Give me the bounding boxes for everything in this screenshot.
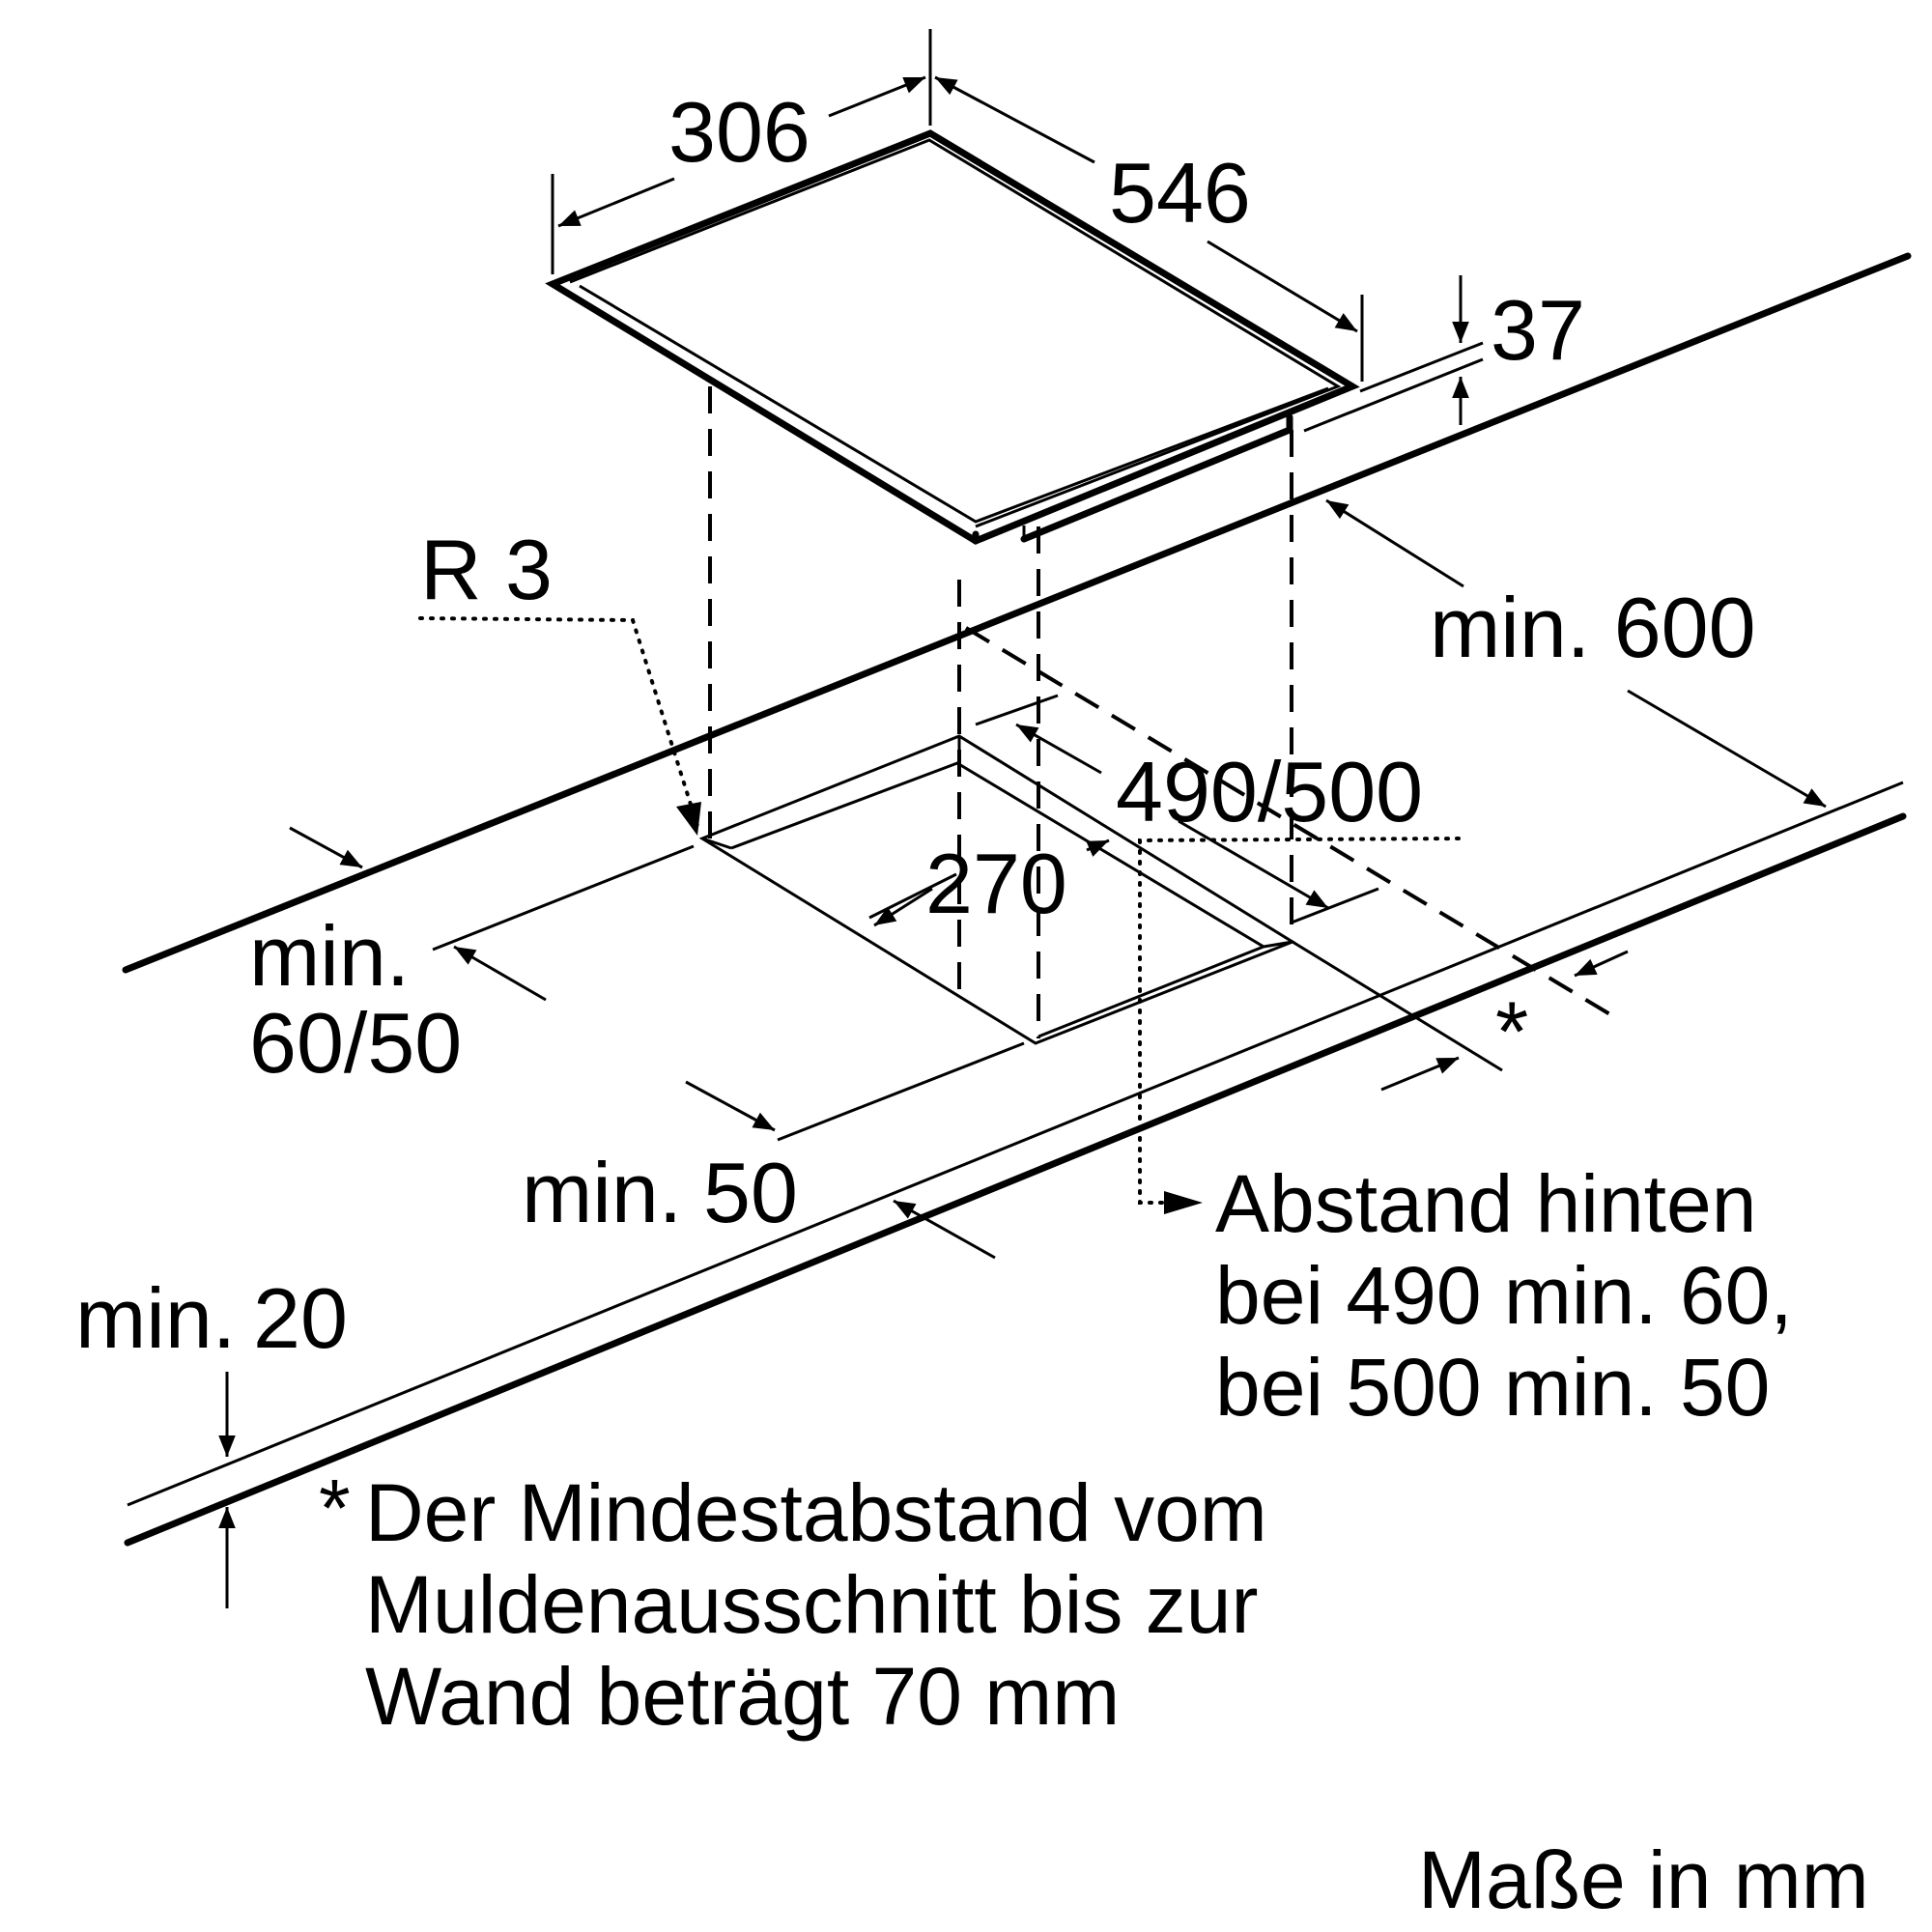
dim-side-min-label: min. [522, 1145, 682, 1240]
footnote-marker: * [319, 1463, 351, 1553]
note-rear-gap-line2: bei 490 min. 60, [1215, 1250, 1793, 1341]
dimension-lines [218, 29, 1827, 1608]
rear-gap-arrow-icon [1164, 1191, 1203, 1214]
projection-lines [708, 386, 1620, 1038]
footnote-line3: Wand beträgt 70 mm [365, 1651, 1120, 1742]
radius-arrow-icon [676, 802, 701, 836]
dim-side-min-value: 50 [703, 1145, 798, 1240]
dim-cutout-width: 270 [925, 836, 1067, 931]
dim-hob-width: 306 [668, 84, 810, 180]
dim-asterisk: * [1495, 983, 1528, 1079]
dim-front-min-label: min. [249, 908, 410, 1004]
note-rear-gap-line3: bei 500 min. 50 [1215, 1342, 1770, 1433]
dim-corner-radius: R 3 [420, 522, 553, 617]
note-rear-gap-line1: Abstand hinten [1215, 1158, 1756, 1249]
footnote-line1: Der Mindestabstand vom [365, 1467, 1267, 1558]
dim-worktop-thickness-label: min. [75, 1270, 236, 1366]
dim-cutout-depth: 490/500 [1116, 744, 1423, 839]
dim-hob-height: 37 [1491, 282, 1585, 378]
dim-worktop-thickness-value: 20 [253, 1270, 348, 1366]
worktop [122, 252, 1912, 1547]
dim-front-min-value: 60/50 [249, 995, 462, 1091]
dim-worktop-depth: min. 600 [1430, 580, 1756, 675]
footnote-line2: Muldenausschnitt bis zur [365, 1559, 1258, 1650]
dim-hob-depth: 546 [1109, 145, 1251, 241]
units-note: Maße in mm [1418, 1834, 1869, 1925]
